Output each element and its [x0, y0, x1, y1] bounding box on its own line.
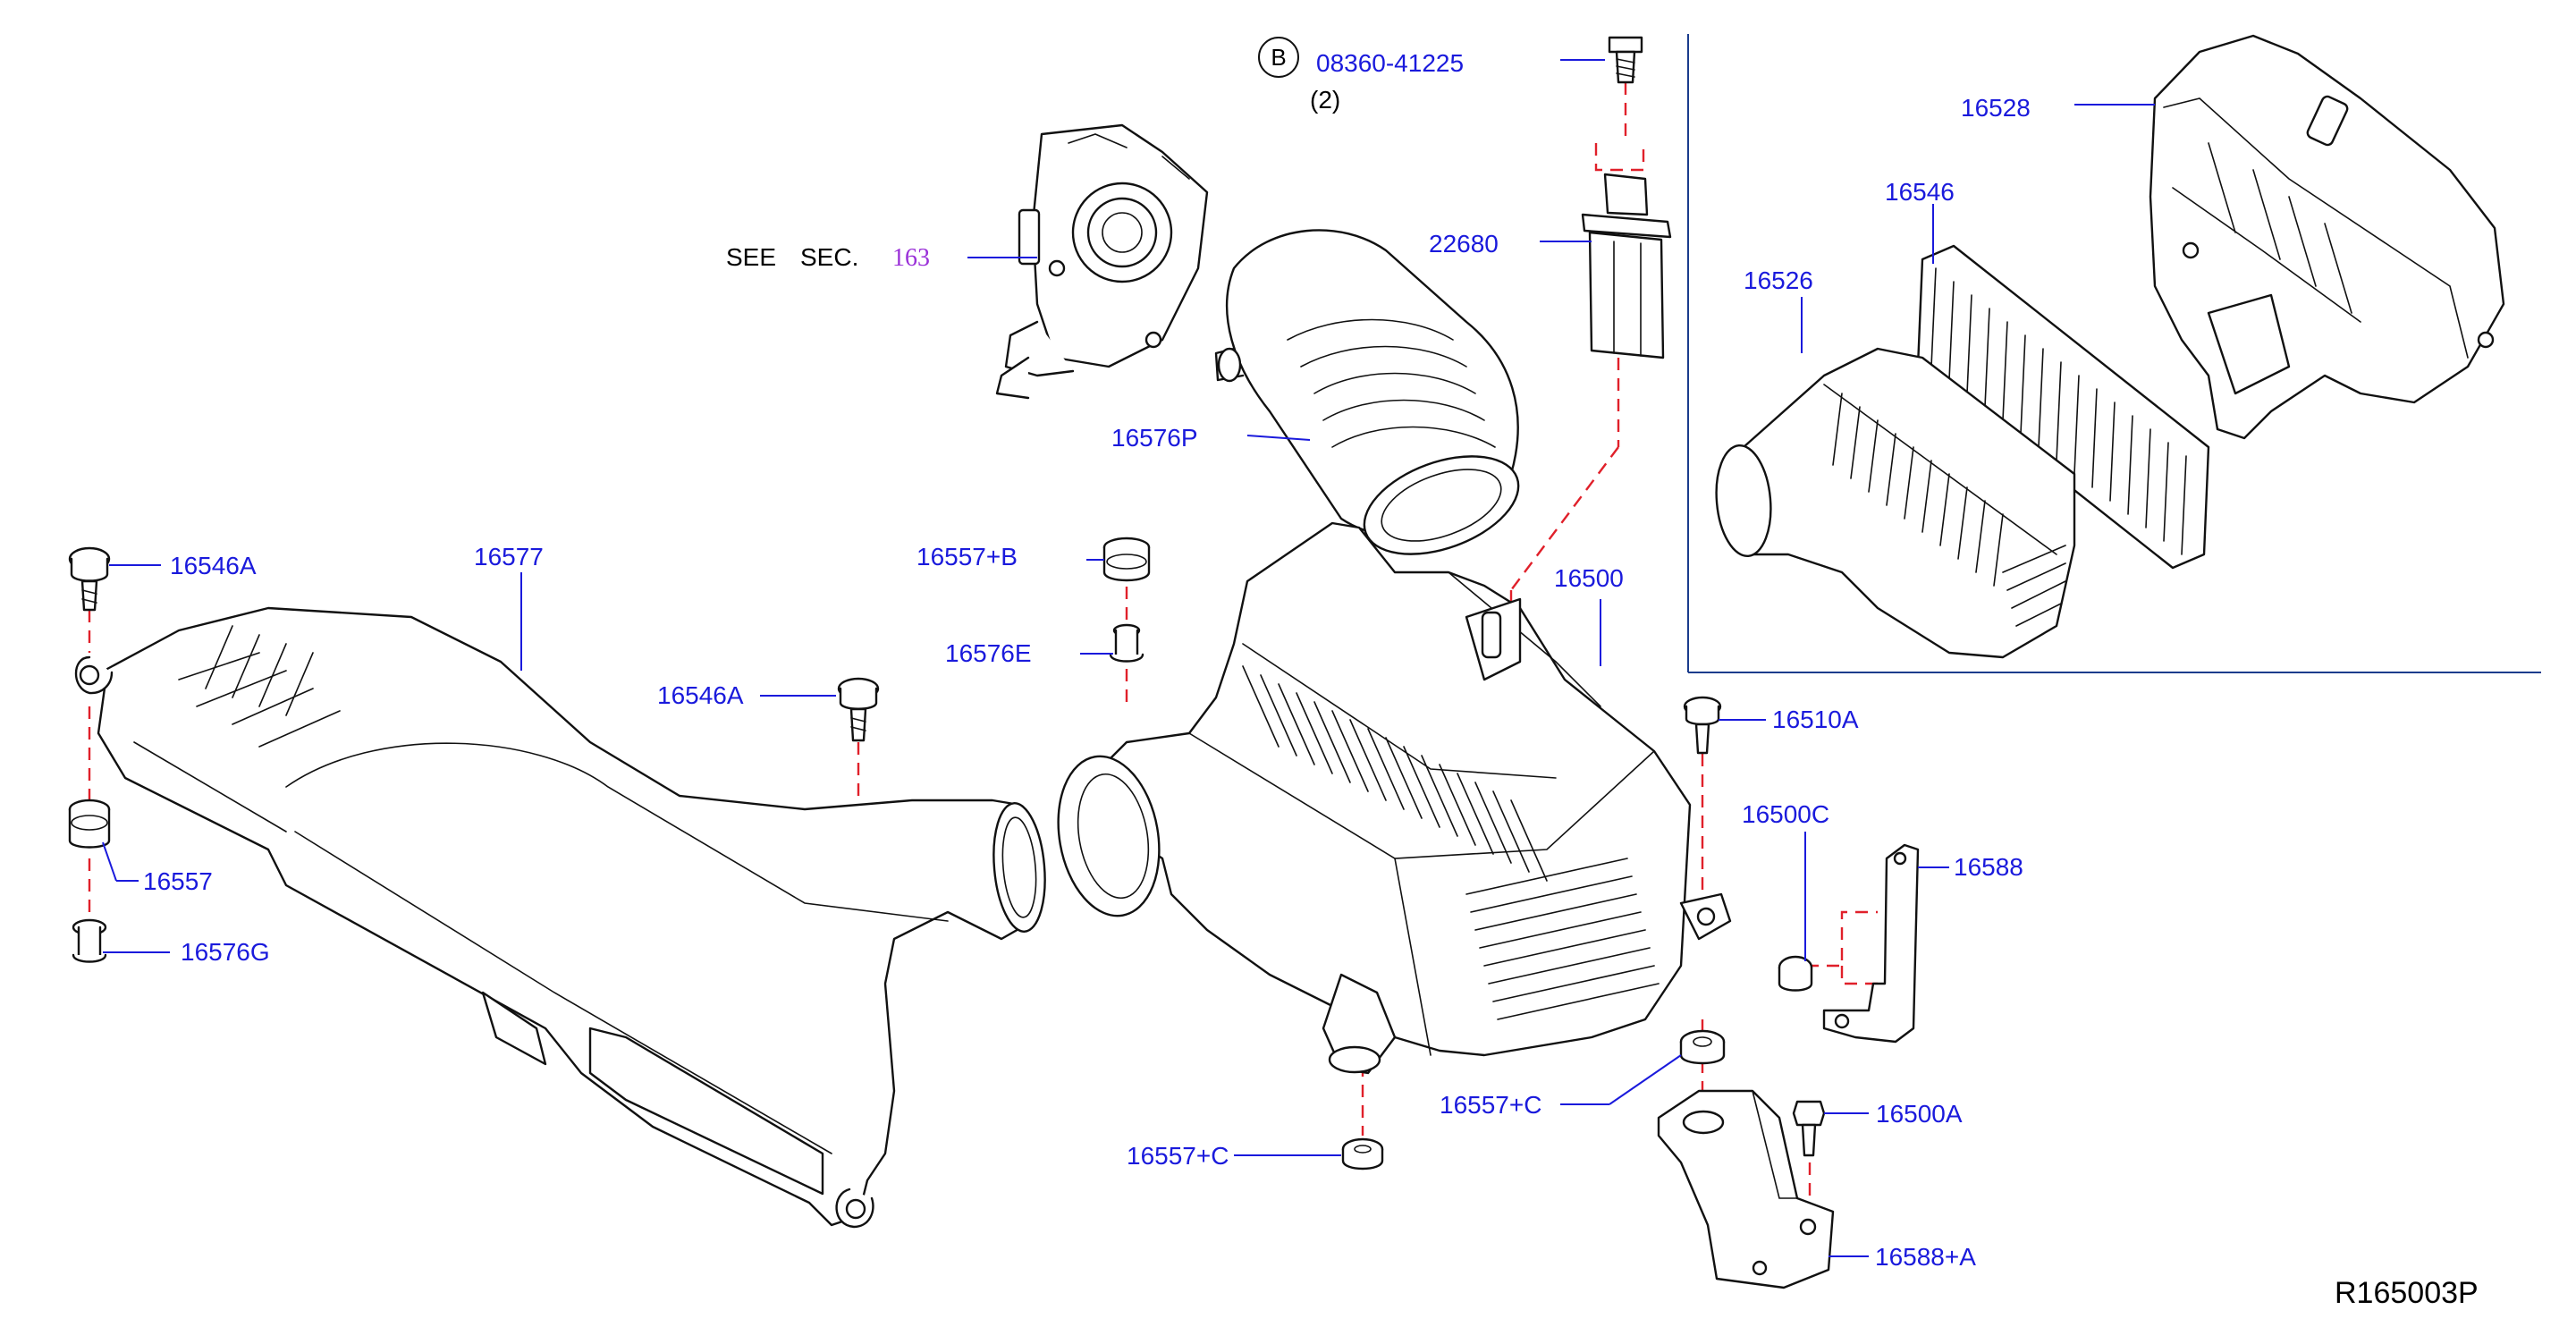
circle-b-letter: B [1271, 44, 1286, 71]
nut-16500C-drawing [1778, 955, 1813, 992]
part-label-16588A[interactable]: 16588+A [1875, 1243, 1976, 1271]
collar-16576G-drawing [72, 918, 107, 963]
sensor-screw-drawing [1608, 36, 1643, 84]
see-text: SEE [726, 243, 776, 271]
part-label-16510A[interactable]: 16510A [1772, 706, 1859, 733]
maf-sensor-drawing [1581, 173, 1672, 359]
grommet-16557C-bottom-drawing [1341, 1137, 1384, 1171]
diagram-reference-code: R165003P [2335, 1276, 2479, 1310]
part-label-16557C-bottom[interactable]: 16557+C [1127, 1142, 1229, 1170]
part-label-16557C-right[interactable]: 16557+C [1440, 1091, 1541, 1119]
part-label-16546[interactable]: 16546 [1885, 178, 1955, 206]
circle-b-marker [1258, 37, 1299, 78]
part-label-16588[interactable]: 16588 [1954, 853, 2023, 881]
bracket-16588-drawing [1822, 843, 1920, 1044]
section-163-link[interactable]: 163 [892, 244, 930, 272]
part-label-16576E[interactable]: 16576E [945, 639, 1032, 667]
part-label-16500A[interactable]: 16500A [1876, 1100, 1963, 1128]
grommet-16557C-right-drawing [1679, 1029, 1726, 1065]
bolt-16546A-mid-drawing [837, 677, 880, 742]
part-label-08360-41225[interactable]: 08360-41225 [1316, 49, 1464, 77]
part-label-16500[interactable]: 16500 [1554, 564, 1624, 592]
part-label-16528[interactable]: 16528 [1961, 94, 2031, 122]
part-label-16546A-left[interactable]: 16546A [170, 552, 257, 579]
part-label-16500C[interactable]: 16500C [1742, 800, 1829, 828]
lower-case-drawing [1715, 347, 2076, 659]
part-label-16576P[interactable]: 16576P [1111, 424, 1198, 452]
part-label-16576G[interactable]: 16576G [181, 938, 270, 966]
collar-16576E-drawing [1109, 623, 1144, 663]
intake-hose-drawing [1214, 229, 1520, 555]
part-label-16526[interactable]: 16526 [1744, 266, 1813, 294]
bolt-16510A-drawing [1683, 696, 1722, 755]
bolt-quantity: (2) [1310, 86, 1340, 114]
upper-case-drawing [2149, 34, 2505, 440]
part-label-16577[interactable]: 16577 [474, 543, 544, 571]
part-label-16557[interactable]: 16557 [143, 867, 213, 895]
bracket-16588A-drawing [1657, 1089, 1835, 1289]
part-labels: 16528 16546 16526 22680 16576P 16546A 16… [143, 94, 2031, 1271]
air-cleaner-housing-drawing [1057, 521, 1732, 1075]
air-duct-drawing [74, 606, 1046, 1229]
part-label-22680[interactable]: 22680 [1429, 230, 1499, 258]
grommet-16557-drawing [68, 799, 111, 849]
bolt-b-callout: B 08360-41225 (2) [1258, 37, 1464, 114]
inset-frame [1687, 34, 2541, 673]
throttle-body-drawing [995, 123, 1209, 400]
part-label-16546A-mid[interactable]: 16546A [657, 681, 744, 709]
sec-text: SEC. [800, 243, 858, 271]
part-label-16557B[interactable]: 16557+B [916, 543, 1018, 571]
bolt-16500A-drawing [1792, 1100, 1826, 1157]
bolt-16546A-left-drawing [68, 546, 111, 612]
leader-lines [102, 59, 2155, 1257]
grommet-16557B-drawing [1102, 537, 1151, 582]
see-section-callout: SEE SEC. 163 [726, 243, 930, 272]
